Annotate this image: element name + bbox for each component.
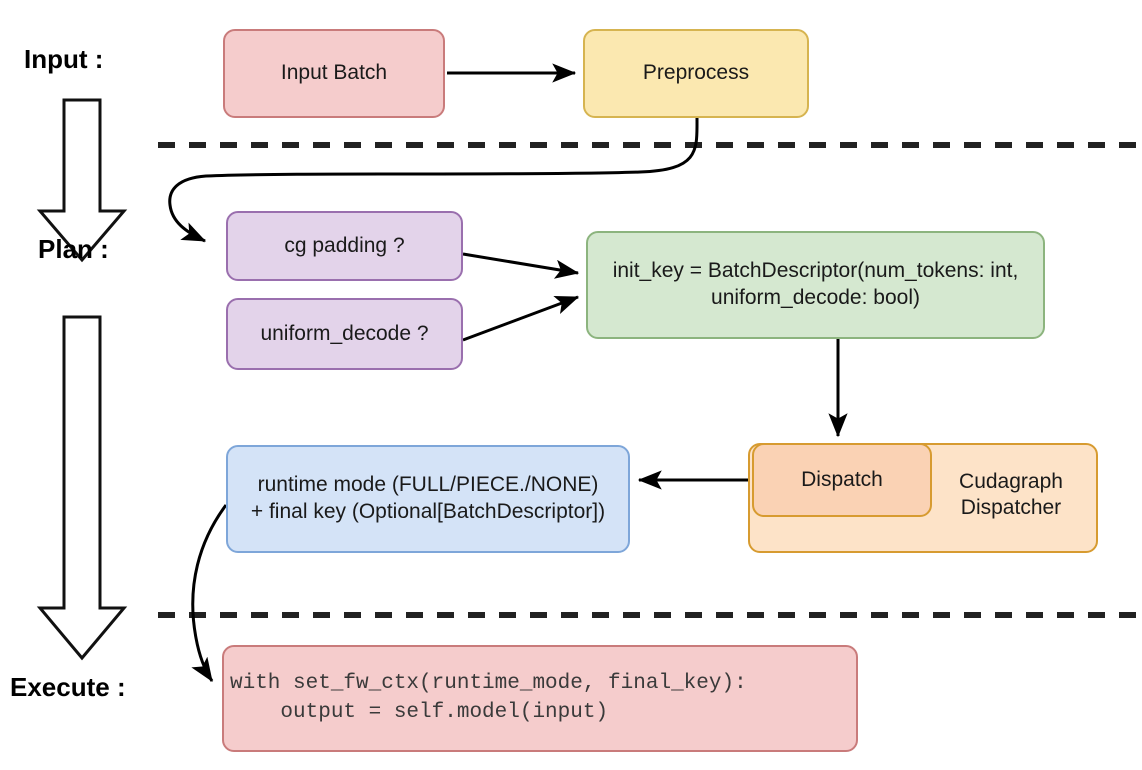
edge-runtime-mode-to-execute-code <box>191 504 228 682</box>
node-runtime-mode-line-1: runtime mode (FULL/PIECE./NONE) <box>257 473 599 497</box>
node-execute-code[interactable]: with set_fw_ctx(runtime_mode, final_key)… <box>222 645 858 752</box>
stage-label-execute: Execute : <box>10 672 126 702</box>
node-init-key-line-2: uniform_decode: bool) <box>711 286 920 309</box>
node-input-batch-label: Input Batch <box>280 61 388 85</box>
node-input-batch[interactable]: Input Batch <box>223 29 445 118</box>
node-init-key-line-1: init_key = BatchDescriptor(num_tokens: i… <box>612 259 1019 283</box>
node-cg-padding-label: cg padding ? <box>284 233 405 257</box>
node-uniform-decode-label: uniform_decode ? <box>260 321 429 345</box>
node-dispatch-label: Dispatch <box>801 467 883 491</box>
node-cg-padding[interactable]: cg padding ? <box>226 211 463 281</box>
node-preprocess[interactable]: Preprocess <box>583 29 809 118</box>
node-execute-code-line-1: with set_fw_ctx(runtime_mode, final_key)… <box>230 672 747 696</box>
node-cudagraph-dispatcher-line-1: Cudagraph <box>959 470 1063 493</box>
node-preprocess-label: Preprocess <box>642 61 750 85</box>
node-runtime-mode[interactable]: runtime mode (FULL/PIECE./NONE) + final … <box>226 445 630 553</box>
stage-label-plan: Plan : <box>38 234 109 264</box>
node-cudagraph-dispatcher-line-2: Dispatcher <box>960 496 1062 520</box>
node-uniform-decode[interactable]: uniform_decode ? <box>226 298 463 370</box>
edge-cg-padding-to-init-key <box>462 252 580 279</box>
node-dispatch[interactable]: Dispatch <box>752 443 932 517</box>
node-cudagraph-dispatcher-label: Cudagraph Dispatcher <box>926 469 1096 522</box>
node-execute-code-line-2: output = self.model(input) <box>230 700 609 724</box>
stage-label-input: Input : <box>24 44 104 74</box>
edge-uniform-decode-to-init-key <box>462 295 580 342</box>
node-init-key[interactable]: init_key = BatchDescriptor(num_tokens: i… <box>586 231 1045 339</box>
node-runtime-mode-line-2: + final key (Optional[BatchDescriptor]) <box>250 500 606 523</box>
plan-to-execute-arrow <box>36 315 128 661</box>
